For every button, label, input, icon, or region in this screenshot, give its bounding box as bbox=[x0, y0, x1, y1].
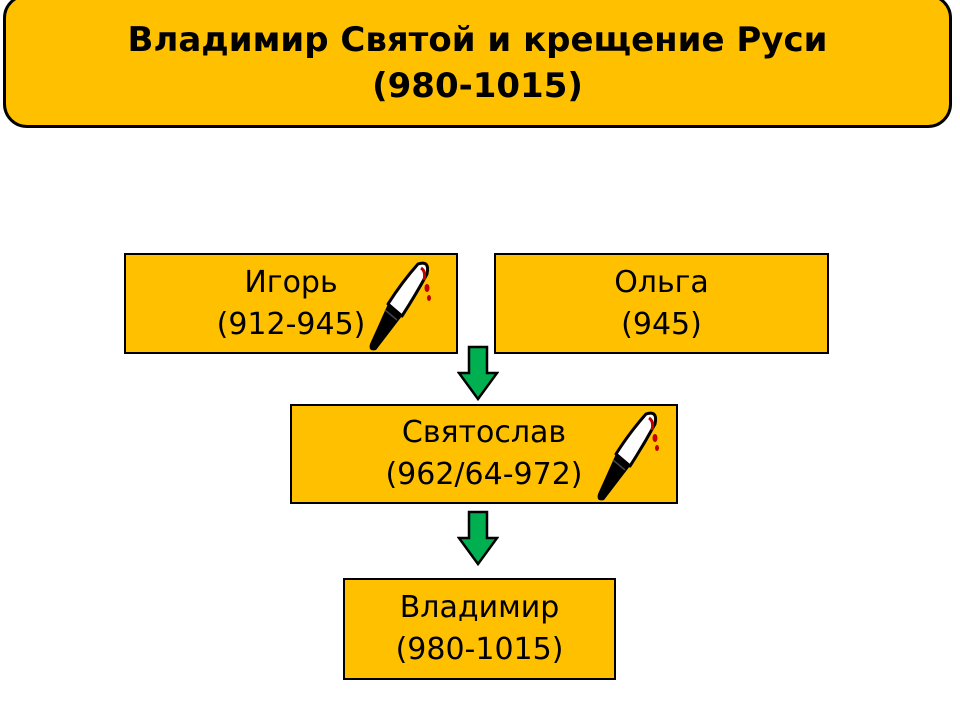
node-igor-name: Игорь bbox=[244, 264, 338, 300]
node-olga-years: (945) bbox=[621, 306, 702, 342]
title-line-2: (980-1015) bbox=[372, 66, 583, 106]
node-svyatoslav-years: (962/64-972) bbox=[385, 457, 583, 492]
arrow-down-icon bbox=[457, 345, 499, 401]
title-line-1: Владимир Святой и крещение Руси bbox=[127, 20, 828, 60]
arrow-down-icon bbox=[457, 510, 499, 566]
title-banner: Владимир Святой и крещение Руси (980-101… bbox=[3, 0, 952, 128]
node-vladimir: Владимир (980-1015) bbox=[343, 578, 616, 680]
node-vladimir-name: Владимир bbox=[399, 590, 560, 625]
node-olga-name: Ольга bbox=[614, 264, 709, 300]
node-igor-years: (912-945) bbox=[216, 306, 366, 342]
bloody-knife-icon bbox=[369, 261, 431, 351]
node-svyatoslav-name: Святослав bbox=[401, 415, 567, 450]
bloody-knife-icon bbox=[597, 411, 659, 501]
node-olga: Ольга (945) bbox=[494, 253, 829, 354]
node-vladimir-years: (980-1015) bbox=[395, 632, 564, 667]
